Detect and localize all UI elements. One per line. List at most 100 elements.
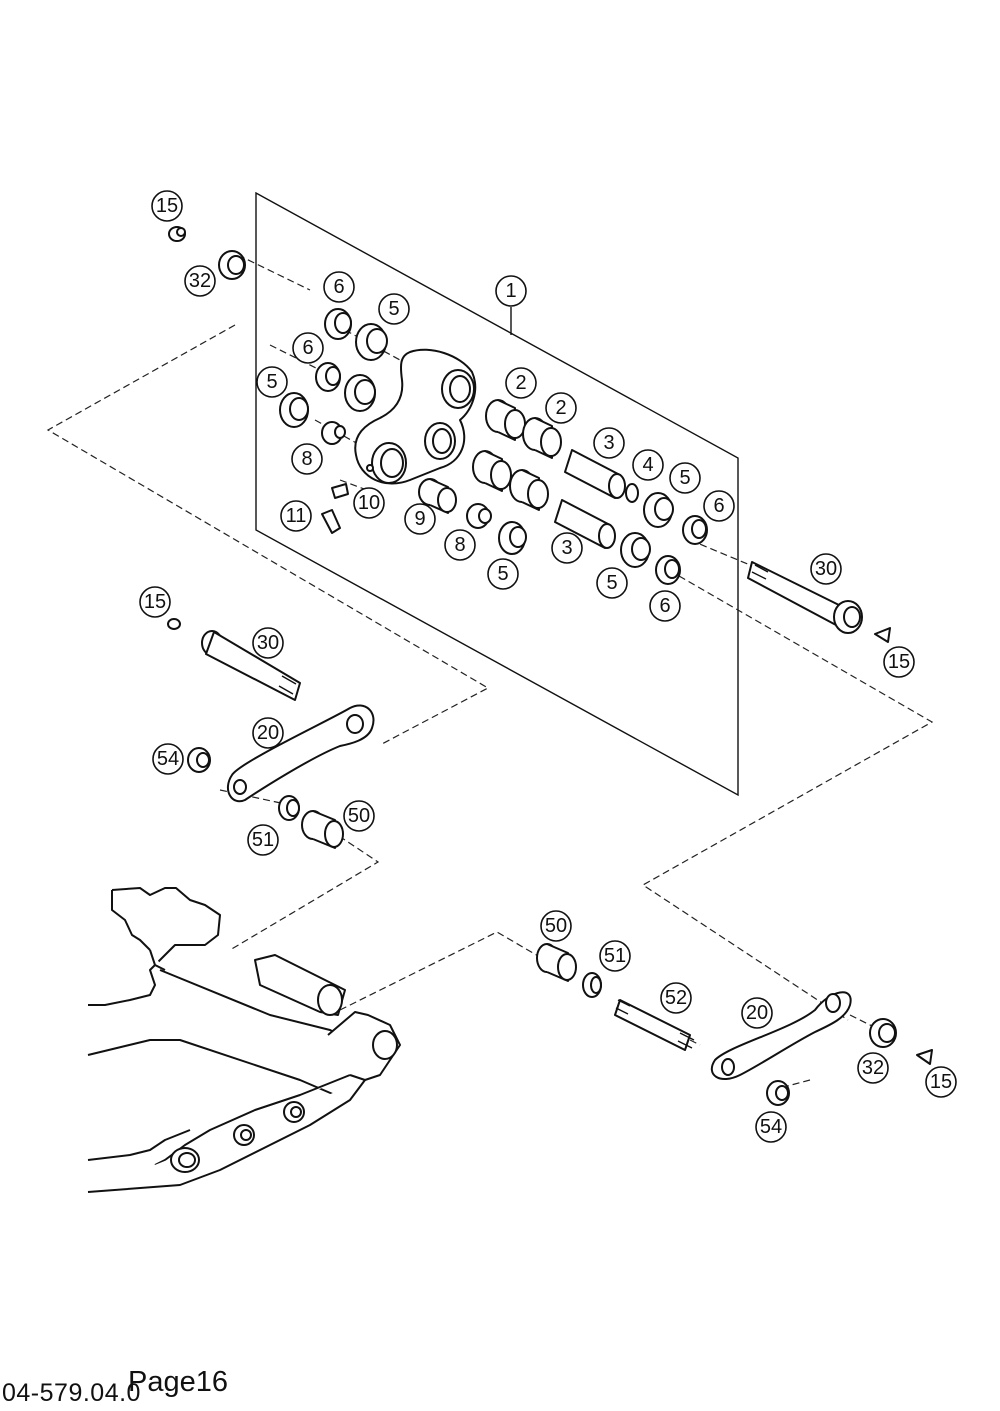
svg-text:50: 50 xyxy=(545,915,567,937)
svg-text:5: 5 xyxy=(266,371,277,393)
callout-5: 5 xyxy=(596,567,628,599)
bolt-30-left xyxy=(201,630,301,701)
callout-2: 2 xyxy=(545,392,577,424)
needle-bearing-2-c xyxy=(472,450,512,492)
callout-32: 32 xyxy=(184,265,216,297)
bush-9 xyxy=(418,478,457,514)
svg-text:54: 54 xyxy=(157,748,179,770)
svg-text:15: 15 xyxy=(156,195,178,217)
svg-text:4: 4 xyxy=(642,454,653,476)
callout-6: 6 xyxy=(323,271,355,303)
callout-8: 8 xyxy=(444,529,476,561)
callout-11: 11 xyxy=(280,500,312,532)
needle-bearing-50-left xyxy=(301,810,344,849)
drawing-number: 04-579.04.0 xyxy=(2,1379,141,1407)
needle-bearing-2-b xyxy=(522,417,562,459)
svg-text:32: 32 xyxy=(189,270,211,292)
callout-1: 1 xyxy=(495,275,527,307)
screw-cap-15-top xyxy=(168,226,186,242)
sleeve-3-lower xyxy=(554,499,616,549)
callout-52: 52 xyxy=(660,982,692,1014)
svg-text:30: 30 xyxy=(257,632,279,654)
svg-text:6: 6 xyxy=(713,495,724,517)
callout-3: 3 xyxy=(551,532,583,564)
alignment-lines xyxy=(46,254,934,1089)
seal-ring-6-top xyxy=(324,308,352,340)
callout-51: 51 xyxy=(599,940,631,972)
svg-text:30: 30 xyxy=(815,558,837,580)
callout-30: 30 xyxy=(810,553,842,585)
svg-text:15: 15 xyxy=(930,1071,952,1093)
svg-text:3: 3 xyxy=(603,432,614,454)
callout-3: 3 xyxy=(593,427,625,459)
svg-text:2: 2 xyxy=(555,397,566,419)
svg-text:15: 15 xyxy=(144,591,166,613)
svg-text:5: 5 xyxy=(679,467,690,489)
callout-10: 10 xyxy=(353,487,385,519)
svg-text:50: 50 xyxy=(348,805,370,827)
seal-51-right xyxy=(582,972,602,998)
bolt-30-right xyxy=(747,561,863,634)
nut-54-left xyxy=(187,747,211,773)
svg-text:9: 9 xyxy=(414,508,425,530)
callout-8: 8 xyxy=(291,443,323,475)
svg-text:11: 11 xyxy=(286,505,307,527)
needle-bearing-2-d xyxy=(509,469,549,511)
callout-50: 50 xyxy=(540,910,572,942)
svg-text:5: 5 xyxy=(388,298,399,320)
svg-text:1: 1 xyxy=(505,280,516,302)
callout-6: 6 xyxy=(703,490,735,522)
callout-9: 9 xyxy=(404,503,436,535)
svg-text:51: 51 xyxy=(252,829,274,851)
pull-rod-20-right xyxy=(710,991,852,1080)
seal-51-left xyxy=(278,795,300,821)
needle-bearing-50-right xyxy=(536,943,577,982)
callout-6: 6 xyxy=(649,590,681,622)
callout-30: 30 xyxy=(252,627,284,659)
svg-text:10: 10 xyxy=(358,492,380,514)
svg-text:51: 51 xyxy=(604,945,626,967)
svg-text:20: 20 xyxy=(257,722,279,744)
svg-text:52: 52 xyxy=(665,987,687,1009)
svg-text:32: 32 xyxy=(862,1057,884,1079)
sleeve-3-upper xyxy=(564,449,626,499)
callout-15: 15 xyxy=(883,646,915,678)
callout-54: 54 xyxy=(755,1111,787,1143)
swingarm-frame xyxy=(87,887,401,1193)
screw-cap-15-left xyxy=(167,618,181,630)
svg-text:8: 8 xyxy=(454,534,465,556)
svg-text:2: 2 xyxy=(515,372,526,394)
grease-fitting-11 xyxy=(321,509,341,534)
rocker-lever xyxy=(354,348,477,485)
callout-5: 5 xyxy=(669,462,701,494)
grease-nipple-8-right xyxy=(466,503,492,529)
svg-text:6: 6 xyxy=(302,337,313,359)
needle-bearing-2-a xyxy=(485,399,526,441)
callout-54: 54 xyxy=(152,743,184,775)
grease-nipple-8-left xyxy=(321,421,346,445)
svg-text:8: 8 xyxy=(301,448,312,470)
circlip-4 xyxy=(625,483,639,503)
callout-32: 32 xyxy=(857,1052,889,1084)
callout-20: 20 xyxy=(252,717,284,749)
page-label: Page16 xyxy=(128,1366,228,1398)
callout-15: 15 xyxy=(925,1066,957,1098)
shaft-52 xyxy=(614,999,695,1051)
seal-ring-5-mid xyxy=(344,374,376,412)
svg-text:54: 54 xyxy=(760,1116,782,1138)
grease-nipple-10 xyxy=(331,483,349,499)
nut-54-right xyxy=(766,1080,790,1106)
callout-5: 5 xyxy=(487,558,519,590)
seal-ring-6-right-a xyxy=(682,515,708,545)
callout-5: 5 xyxy=(378,293,410,325)
seal-ring-5-top xyxy=(355,323,388,361)
seal-ring-5-right-a xyxy=(643,492,674,528)
callout-51: 51 xyxy=(247,824,279,856)
svg-text:20: 20 xyxy=(746,1002,768,1024)
screw-cap-15-bottom xyxy=(916,1049,933,1065)
seal-ring-5-lower xyxy=(498,521,527,555)
callout-15: 15 xyxy=(151,190,183,222)
callout-5: 5 xyxy=(256,366,288,398)
seal-ring-5-right-b xyxy=(620,532,651,568)
